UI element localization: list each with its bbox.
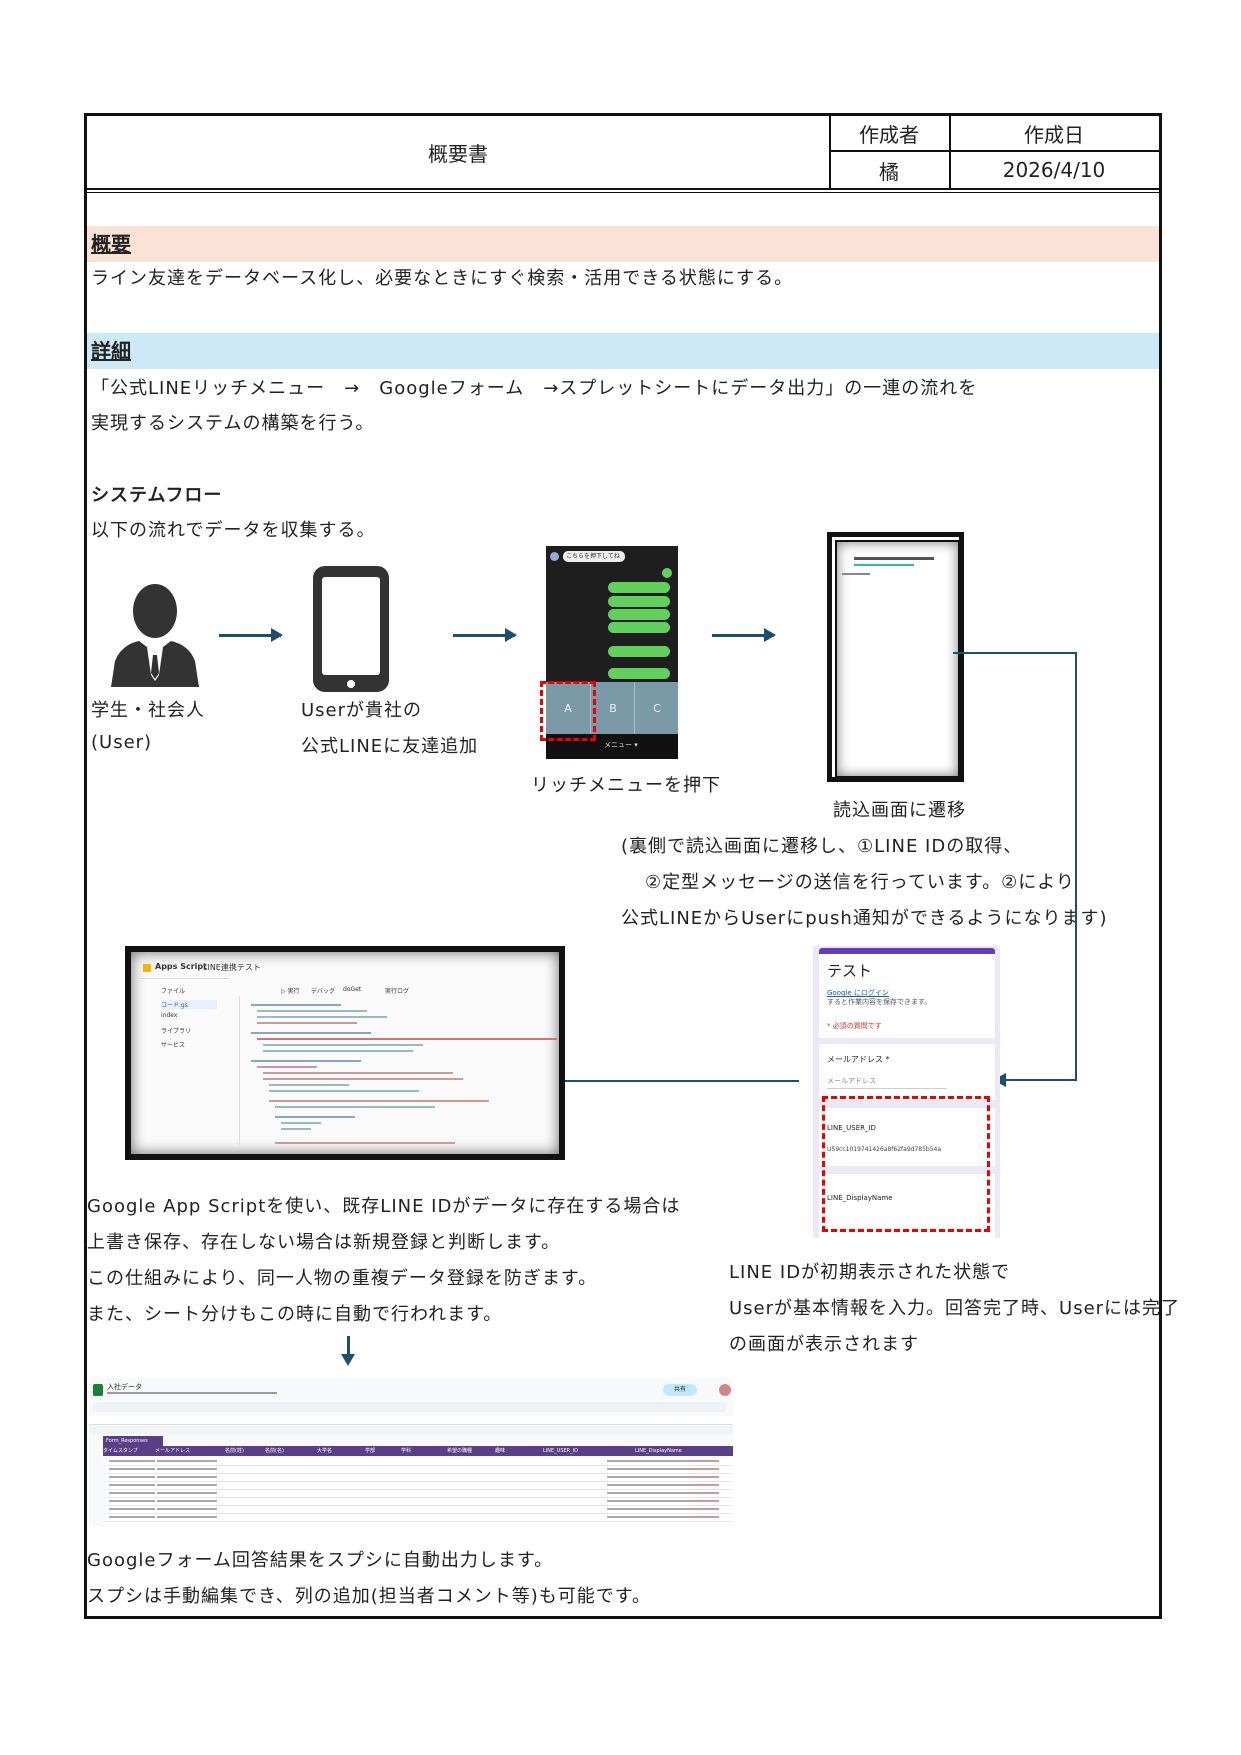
sheet-header-cell: 名前(姓) — [225, 1448, 244, 1454]
rich-menu-toggle[interactable]: メニュー ▾ — [604, 741, 638, 749]
overview-text: ライン友達をデータベース化し、必要なときにすぐ検索・活用できる状態にする。 — [91, 268, 794, 289]
apps-script-screenshot: Apps Script LINE連携テスト ファイル コード.gs index … — [125, 946, 565, 1160]
arrow-phone-to-richmenu — [453, 628, 517, 642]
form-note3: の画面が表示されます — [729, 1334, 919, 1355]
loading-label: 読込画面に遷移 — [833, 800, 966, 821]
rich-menu: A B C — [546, 682, 678, 734]
sheet-header-cell: LINE_USER_ID — [543, 1448, 578, 1454]
header-divider — [87, 192, 1159, 193]
rich-menu-a-button[interactable]: A — [564, 701, 572, 715]
flow-heading: システムフロー — [91, 485, 223, 506]
form-note2: Userが基本情報を入力。回答完了時、Userには完了 — [729, 1298, 1181, 1319]
header-table: 概要書 作成者 作成日 橘 2026/4/10 — [87, 116, 1159, 190]
arrow-user-to-phone — [219, 628, 283, 642]
sheet-header-cell: 趣味 — [495, 1448, 506, 1454]
smartphone-icon — [313, 566, 389, 692]
gas-log-button[interactable]: 実行ログ — [385, 988, 410, 995]
sheet-header-cell: 学科 — [401, 1448, 412, 1454]
sheet-headers-row: タイムスタンプ メールアドレス 名前(姓) 名前(名) 大学名 学部 学科 希望の職種 趣味 LI… — [103, 1447, 695, 1454]
gas-files-label: ファイル — [161, 988, 186, 995]
rich-menu-b-button[interactable]: B — [590, 682, 635, 734]
sheet-header-cell: 名前(名) — [265, 1448, 284, 1454]
sheet-note1: Googleフォーム回答結果をスプシに自動出力します。 — [87, 1550, 554, 1571]
connector-vertical — [1075, 652, 1077, 1080]
user-label1: 学生・社会人 — [91, 700, 205, 721]
gas-file2[interactable]: index — [161, 1012, 178, 1019]
date-value: 2026/4/10 — [1002, 158, 1106, 182]
flow-intro: 以下の流れでデータを収集する。 — [91, 520, 376, 541]
avatar[interactable] — [719, 1384, 731, 1396]
gas-app-name: Apps Script — [155, 962, 207, 971]
line-chat-header: こちらを押下してね — [563, 551, 625, 562]
loading-note1: (裏側で読込画面に遷移し、①LINE IDの取得、 — [621, 836, 1023, 857]
rich-menu-c-button[interactable]: C — [634, 682, 678, 734]
form-login-text: すると作業内容を保存できます。 — [827, 998, 932, 1006]
form-line-fields-highlight — [822, 1096, 990, 1232]
line-display-name-label: LINE_DisplayName — [827, 1194, 893, 1202]
email-label: メールアドレス * — [827, 1055, 890, 1064]
sheet-header-cell: 大学名 — [317, 1448, 333, 1454]
google-form-screenshot: テスト Google にログイン すると作業内容を保存できます。 * 必須の質問… — [813, 946, 1000, 1238]
sheet-tab[interactable]: Form_Responses — [103, 1436, 163, 1446]
sheet-header-cell: メールアドレス — [155, 1448, 191, 1454]
gas-note1: Google App Scriptを使い、既存LINE IDがデータに存在する場… — [87, 1196, 681, 1217]
sheet-header-cell: タイムスタンプ — [103, 1448, 138, 1454]
connector-horizontal — [953, 652, 1077, 654]
form-title: テスト — [827, 962, 873, 980]
sheet-header-cell: 希望の職種 — [447, 1448, 473, 1454]
author-value: 橘 — [879, 159, 899, 184]
date-label: 作成日 — [1024, 122, 1084, 147]
gas-note3: この仕組みにより、同一人物の重複データ登録を防ぎます。 — [87, 1268, 598, 1289]
line-user-id-field[interactable]: U59cc1019741426a8f62fa9d785b54a — [827, 1146, 942, 1153]
spreadsheet-screenshot: 入社データ 共有 Form_Responses タイムスタンプ メールアドレス 名前… — [89, 1378, 733, 1526]
richmenu-label: リッチメニューを押下 — [531, 775, 721, 796]
gas-file1[interactable]: コード.gs — [161, 1000, 217, 1009]
line-chat-screenshot: こちらを押下してね A B C メニュー ▾ — [546, 546, 678, 759]
page-title: 概要書 — [87, 116, 831, 188]
gas-note2: 上書き保存、存在しない場合は新規登録と判断します。 — [87, 1232, 561, 1253]
loading-note3: 公式LINEからUserにpush通知ができるようになります) — [621, 908, 1108, 929]
detail-line2: 実現するシステムの構築を行う。 — [91, 413, 375, 434]
gas-project-name: LINE連携テスト — [203, 963, 261, 972]
detail-line1: 「公式LINEリッチメニュー → Googleフォーム →スプレットシートにデー… — [91, 378, 978, 399]
loading-note2: ②定型メッセージの送信を行っています。②により — [645, 872, 1075, 893]
gas-library-label[interactable]: ライブラリ — [161, 1028, 192, 1035]
overview-band: 概要 — [87, 226, 1159, 262]
arrow-form-to-gas — [545, 1080, 799, 1082]
arrow-gas-to-sheet — [347, 1336, 350, 1356]
phone-label2: 公式LINEに友達追加 — [301, 736, 479, 757]
gas-debug-button[interactable]: デバッグ — [311, 988, 336, 995]
gas-services-label[interactable]: サービス — [161, 1042, 186, 1049]
user-icon — [111, 584, 199, 687]
arrow-gas-to-sheet-head — [341, 1354, 355, 1366]
sheet-share-button[interactable]: 共有 — [663, 1384, 697, 1396]
overview-heading: 概要 — [91, 232, 131, 256]
connector-bottom — [1005, 1079, 1077, 1081]
detail-band: 詳細 — [87, 333, 1159, 369]
rich-menu-highlight — [540, 681, 596, 741]
form-login-link[interactable]: Google にログイン — [827, 989, 889, 997]
loading-screen-screenshot — [827, 532, 964, 782]
author-label: 作成者 — [859, 122, 919, 147]
document-frame: 概要書 作成者 作成日 橘 2026/4/10 概要 ライン友達をデータベース化… — [84, 113, 1179, 1619]
sheet-title: 入社データ — [107, 1383, 142, 1391]
detail-heading: 詳細 — [91, 339, 131, 363]
sheet-header-cell: 学部 — [365, 1448, 376, 1454]
sheet-header-cell: LINE_DisplayName — [635, 1448, 682, 1454]
user-label2: (User) — [91, 732, 153, 753]
form-note1: LINE IDが初期表示された状態で — [729, 1262, 1011, 1283]
phone-label1: Userが貴社の — [301, 700, 423, 721]
line-user-id-label: LINE_USER_ID — [827, 1124, 876, 1132]
email-field[interactable]: メールアドレス — [827, 1076, 947, 1089]
gas-run-button[interactable]: ▷ 実行 — [281, 988, 300, 995]
arrow-richmenu-to-loading — [712, 628, 776, 642]
gas-note4: また、シート分けもこの時に自動で行われます。 — [87, 1304, 503, 1325]
gas-function-select[interactable]: doGet — [343, 986, 362, 993]
form-required-note: * 必須の質問です — [827, 1022, 882, 1030]
sheet-note2: スプシは手動編集でき、列の追加(担当者コメント等)も可能です。 — [87, 1586, 651, 1607]
